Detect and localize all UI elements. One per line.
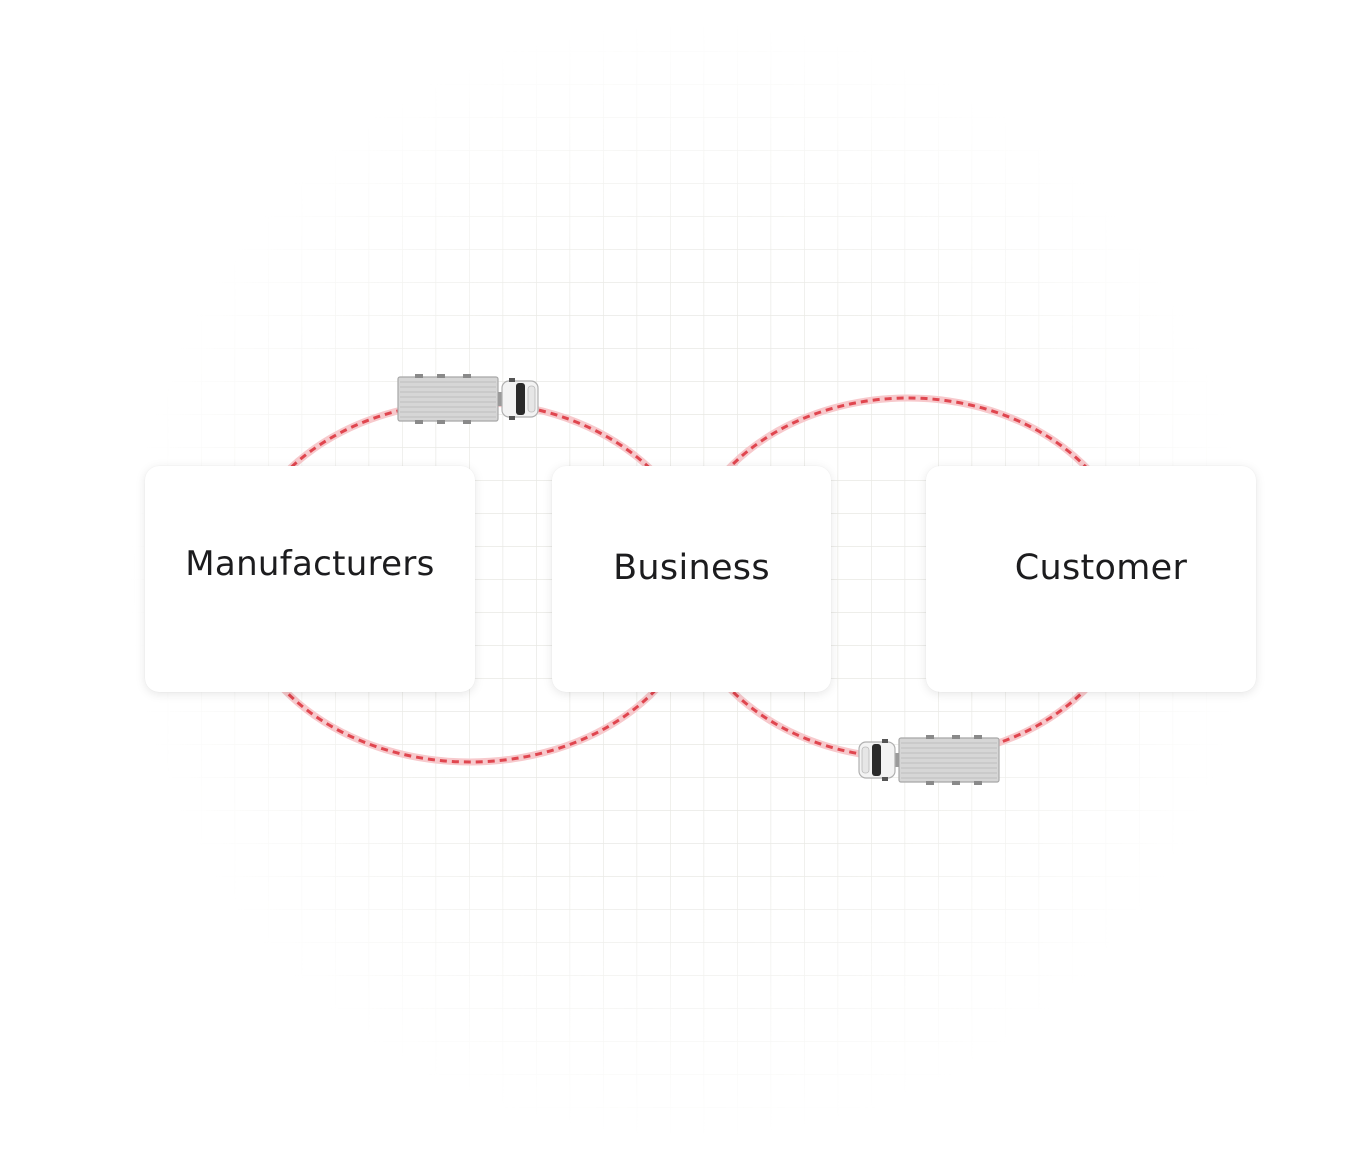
node-label-customer: Customer	[1014, 548, 1188, 588]
node-card-business: Business	[552, 466, 831, 692]
node-card-manufacturers: Manufacturers	[145, 466, 475, 692]
node-card-customer: Customer	[926, 466, 1256, 692]
node-label-business: Business	[613, 548, 770, 588]
truck-icon	[397, 374, 539, 424]
node-label-manufacturers: Manufacturers	[185, 544, 435, 584]
truck-icon	[858, 735, 1000, 785]
